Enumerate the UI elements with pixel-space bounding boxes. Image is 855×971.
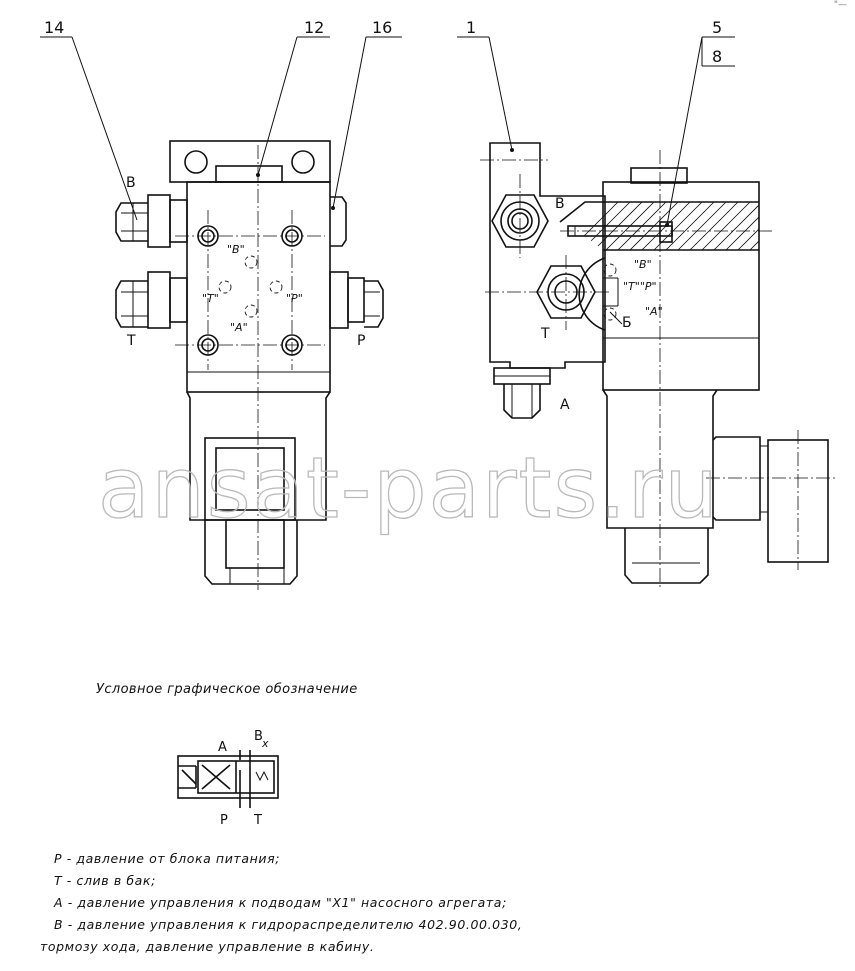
watermark: ansat-parts.ru	[98, 439, 720, 537]
legend-item-b: B - давление управления к гидрораспредел…	[54, 917, 523, 932]
callout-1: 1	[466, 18, 476, 37]
left-face-p: "P"	[286, 292, 303, 305]
right-face-b: "B"	[634, 258, 652, 271]
symbol-port-p: P	[220, 813, 228, 828]
left-port-t: T	[126, 333, 136, 349]
port-legend: P - давление от блока питания; T - слив …	[40, 848, 522, 958]
valve-symbol	[177, 750, 279, 808]
corner-mark: "—	[833, 0, 847, 10]
right-face-tp: "T""P"	[623, 280, 657, 293]
right-view	[457, 36, 835, 590]
callout-12: 12	[304, 18, 324, 37]
left-face-t: "T"	[202, 292, 219, 305]
symbol-caption: Условное графическое обозначение	[96, 682, 358, 697]
legend-item-p: P - давление от блока питания;	[54, 851, 281, 866]
callout-8: 8	[712, 47, 722, 66]
left-face-a: "A"	[230, 321, 248, 334]
left-face-b: "B"	[227, 243, 245, 256]
section-mark: Б	[622, 315, 632, 331]
symbol-port-t: T	[253, 813, 262, 828]
right-port-t: T	[540, 326, 550, 342]
symbol-x-mark: x	[261, 737, 269, 750]
callout-5: 5	[712, 18, 722, 37]
symbol-port-a: A	[218, 740, 227, 755]
right-port-a: A	[560, 397, 570, 413]
left-port-b: B	[126, 175, 136, 191]
legend-item-t: T - слив в бак;	[54, 873, 156, 888]
left-port-p: P	[357, 333, 365, 349]
left-view	[40, 36, 402, 590]
right-face-a: "A"	[645, 305, 663, 318]
callout-14: 14	[44, 18, 64, 37]
legend-item-a: A - давление управления к подводам "X1" …	[54, 895, 507, 910]
legend-item-b-continued: тормозу хода, давление управление в каби…	[40, 939, 375, 954]
right-port-b: B	[555, 196, 565, 212]
callout-16: 16	[372, 18, 392, 37]
symbol-port-b: B	[254, 729, 263, 744]
